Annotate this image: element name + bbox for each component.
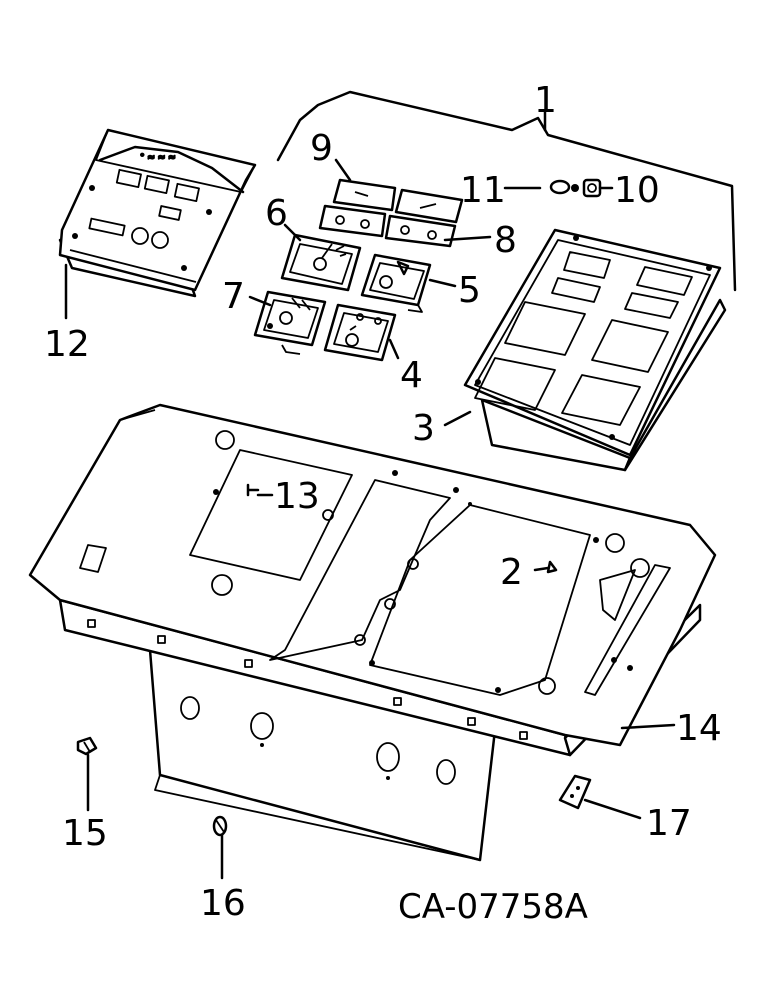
nut-15 bbox=[76, 736, 98, 756]
drawing-code: CA-07758A bbox=[398, 887, 588, 927]
callout-16: 16 bbox=[200, 883, 246, 924]
nut-16 bbox=[212, 815, 228, 837]
gauge-4 bbox=[323, 303, 397, 362]
assembly-bracket-line bbox=[276, 90, 737, 292]
callout-15: 15 bbox=[62, 813, 108, 854]
warning-panel-3 bbox=[463, 228, 727, 472]
callout-2: 2 bbox=[500, 552, 523, 593]
callout-3: 3 bbox=[412, 408, 435, 449]
bulb-11 bbox=[549, 179, 579, 195]
callout-10: 10 bbox=[614, 170, 660, 211]
indicator-strip-8 bbox=[318, 204, 457, 248]
gauge-cluster-12: ° ≈ ≈ ≈ bbox=[58, 128, 257, 298]
callout-4: 4 bbox=[400, 355, 423, 396]
leader-lines bbox=[64, 158, 676, 880]
indicator-strip-9 bbox=[332, 178, 464, 224]
instrument-panel-14 bbox=[28, 403, 717, 862]
callout-12: 12 bbox=[44, 324, 90, 365]
socket-10 bbox=[582, 178, 602, 198]
callout-6: 6 bbox=[265, 193, 288, 234]
gauge-5 bbox=[360, 253, 432, 313]
callout-8: 8 bbox=[494, 220, 517, 261]
callout-7: 7 bbox=[222, 276, 245, 317]
gauge-7 bbox=[253, 290, 327, 355]
callout-11: 11 bbox=[460, 170, 506, 211]
gauge-6 bbox=[280, 233, 362, 292]
callout-17: 17 bbox=[646, 803, 692, 844]
callout-9: 9 bbox=[310, 128, 333, 169]
callout-5: 5 bbox=[458, 270, 481, 311]
callout-13: 13 bbox=[274, 476, 320, 517]
clip-17 bbox=[558, 774, 592, 810]
callout-14: 14 bbox=[676, 708, 722, 749]
svg-text:° ≈ ≈ ≈: ° ≈ ≈ ≈ bbox=[140, 153, 176, 163]
callout-1: 1 bbox=[534, 80, 557, 121]
